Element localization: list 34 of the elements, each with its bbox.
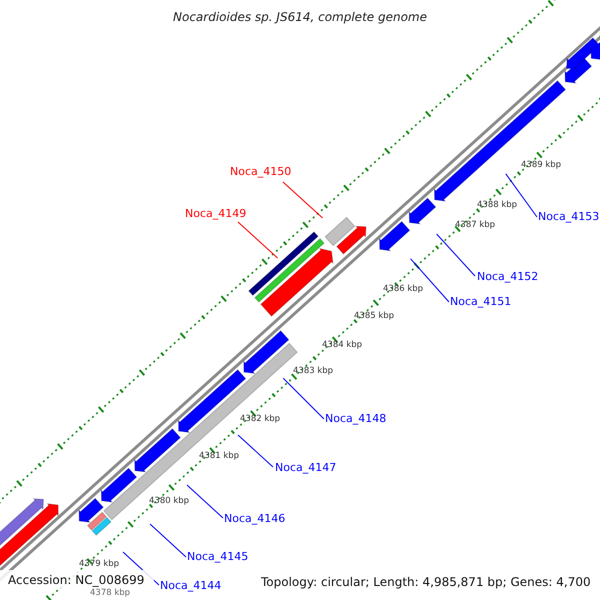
gene-label: Noca_4151: [450, 296, 512, 307]
leader-line: [282, 182, 324, 218]
scale-label: 4379 kbp: [79, 560, 120, 568]
scale-label: 4389 kbp: [521, 161, 562, 170]
leader-line: [238, 434, 274, 468]
accession-label: Accession: NC_008699: [0, 570, 154, 588]
leader-line: [186, 484, 224, 518]
leader-line: [282, 378, 324, 420]
leader-line: [150, 524, 186, 558]
leader-line: [410, 258, 450, 302]
gene-label: Noca_4153: [538, 211, 600, 222]
gene-label: Noca_4150: [230, 166, 292, 177]
leader-line: [505, 173, 538, 218]
gene-label: Noca_4144: [160, 580, 222, 591]
gene-label: Noca_4149: [185, 208, 246, 219]
scale-label: 4385 kbp: [354, 312, 394, 320]
scale-label: 4388 kbp: [477, 201, 518, 210]
scale-label: 4383 kbp: [293, 367, 334, 376]
gene-label: Noca_4148: [325, 413, 386, 424]
leader-line: [436, 234, 476, 276]
scale-label: 4380 kbp: [149, 497, 190, 506]
scale-label: 4386 kbp: [383, 285, 424, 294]
scale-label: 4382 kbp: [240, 415, 280, 424]
leader-line: [238, 222, 278, 258]
gene-label: Noca_4146: [224, 513, 286, 524]
scale-label: 4381 kbp: [199, 452, 240, 460]
scale-label: 4384 kbp: [322, 341, 362, 350]
genome-summary: Topology: circular; Length: 4,985,871 bp; Genes: 4,700: [261, 576, 591, 588]
gene-label: Noca_4147: [275, 462, 336, 473]
scale-label: 4378 kbp: [90, 589, 130, 598]
gene-label: Noca_4152: [477, 271, 538, 282]
scale-label: 4387 kbp: [455, 221, 496, 230]
map-title: Nocardioides sp. JS614, complete genome: [172, 11, 428, 23]
gene-label: Noca_4145: [187, 551, 248, 562]
